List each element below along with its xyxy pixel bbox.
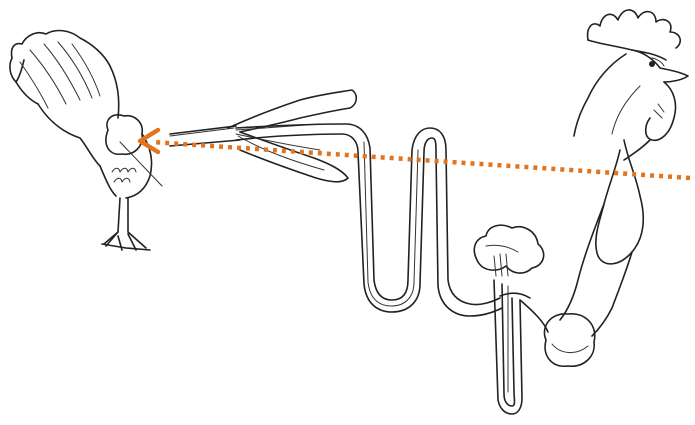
reproductive-tract-drawing (170, 90, 595, 414)
